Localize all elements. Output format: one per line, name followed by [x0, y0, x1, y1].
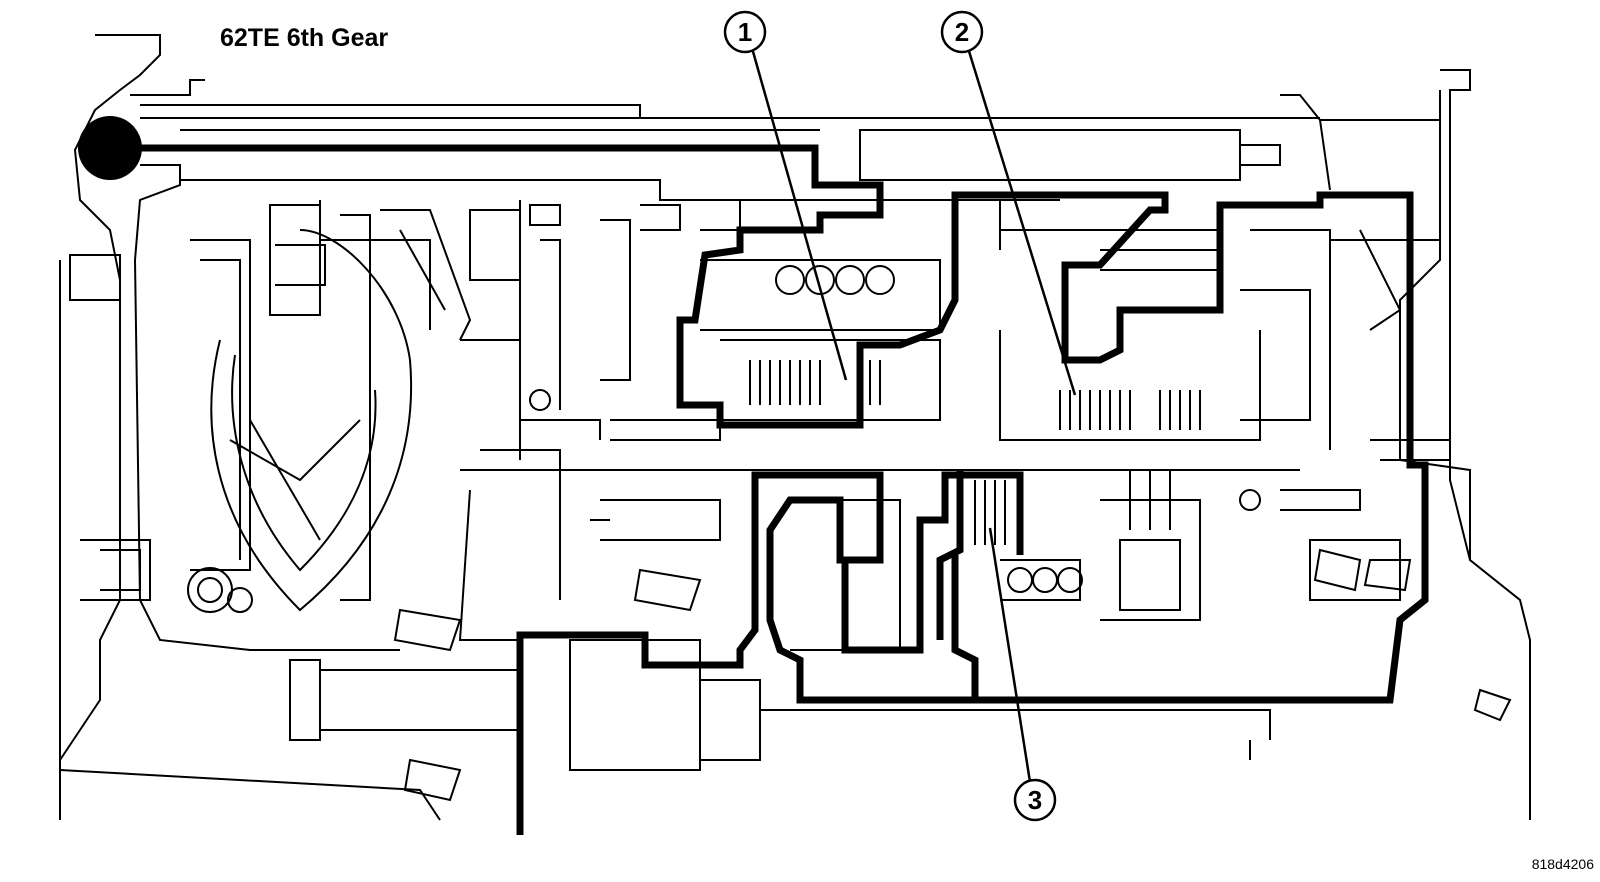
- pressure-source-dot: [78, 116, 142, 180]
- callout-3: 3: [988, 527, 1057, 822]
- housing-outline: [59, 34, 1531, 821]
- callout-3-label: 3: [1028, 785, 1042, 815]
- clutch-plates-2: [1059, 390, 1201, 430]
- callout-2: 2: [940, 10, 1077, 396]
- callout-3-leader: [988, 527, 1032, 783]
- pressure-path-upper: [110, 144, 1429, 835]
- callout-2-label: 2: [955, 17, 969, 47]
- callout-1: 1: [723, 10, 848, 381]
- callout-2-leader: [966, 47, 1077, 396]
- pressure-path-lower: [841, 470, 1024, 700]
- callout-1-label: 1: [738, 17, 752, 47]
- clutch-plates-3: [974, 480, 1006, 545]
- callout-1-leader: [750, 47, 848, 381]
- figure-code: 818d4206: [1531, 856, 1594, 872]
- diagram-title: 62TE 6th Gear: [220, 24, 389, 52]
